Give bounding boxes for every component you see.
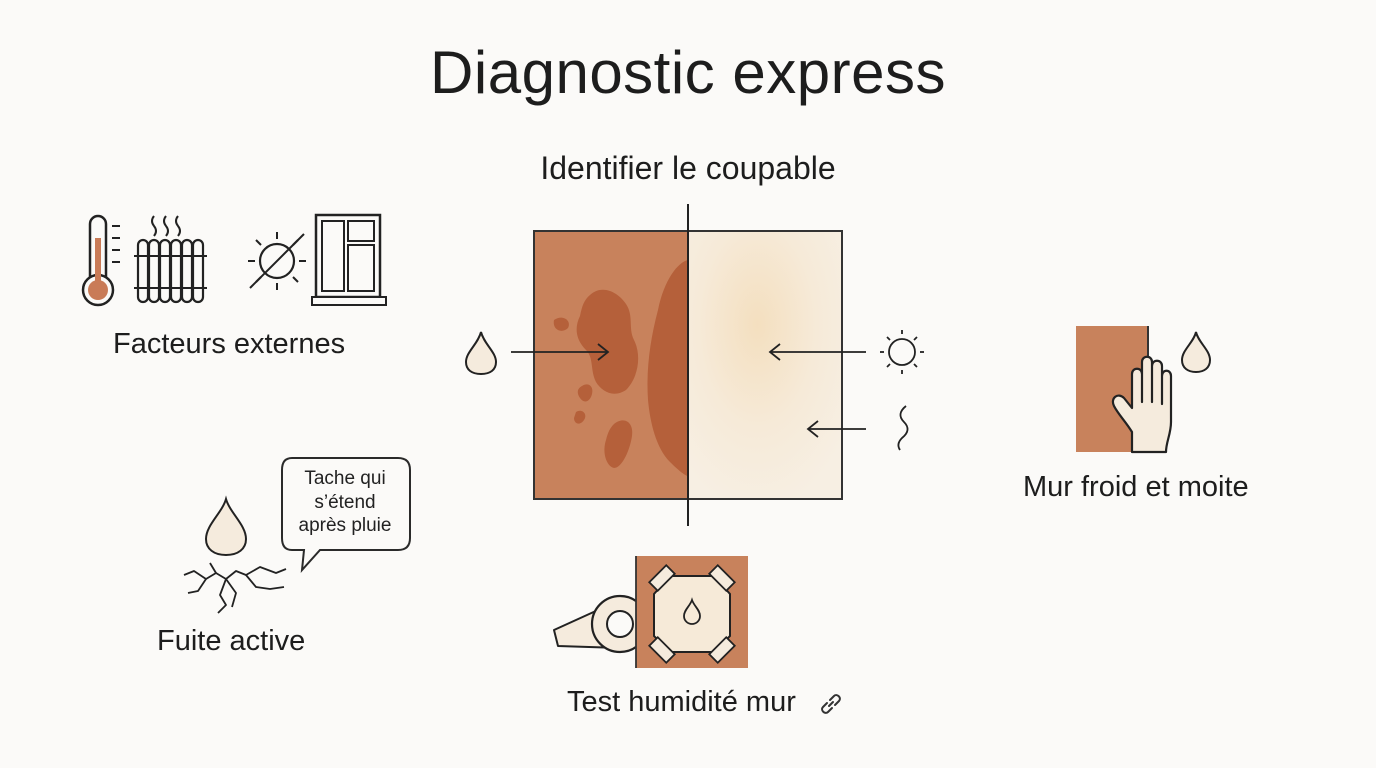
leak-illustration [183, 495, 287, 614]
water-drop-icon [464, 331, 498, 376]
page-subtitle: Identifier le coupable [540, 150, 836, 186]
window-icon [311, 213, 387, 306]
crack-icon [183, 562, 287, 614]
active-leak-label: Fuite active [157, 625, 306, 657]
dry-wall-half [688, 231, 842, 499]
cold-wall-label: Mur froid et moite [1023, 471, 1249, 503]
bubble-line: après pluie [298, 515, 392, 536]
sun-icon [248, 232, 306, 290]
bubble-text: Tache qui s’étend après pluie [280, 467, 410, 538]
bubble-line: s’étend [314, 491, 376, 513]
link-icon[interactable] [817, 690, 845, 718]
water-drop-icon [1180, 331, 1212, 374]
wall-diagram [464, 204, 924, 526]
hand-icon [1111, 355, 1173, 454]
thermometer-icon [81, 214, 120, 307]
taped-square-icon [647, 563, 737, 665]
external-factors-label: Facteurs externes [113, 328, 346, 360]
arrow-in-right-top [768, 343, 866, 361]
speech-bubble-icon [281, 457, 411, 573]
cold-wall-illustration [1076, 326, 1212, 454]
water-drop-icon [204, 495, 248, 557]
arrow-in-left [511, 343, 610, 361]
vapor-icon [897, 405, 909, 451]
radiator-icon [134, 215, 207, 304]
tape-roll-icon [553, 594, 650, 654]
humidity-test-label: Test humidité mur [567, 686, 796, 718]
arrow-in-right-bottom [806, 420, 866, 438]
page-title: Diagnostic express [430, 39, 946, 106]
stain-blob [553, 260, 688, 476]
sun-icon [880, 330, 924, 374]
humidity-test-illustration [553, 556, 748, 668]
bubble-line: Tache qui [304, 468, 386, 489]
water-drop-icon [683, 597, 701, 625]
